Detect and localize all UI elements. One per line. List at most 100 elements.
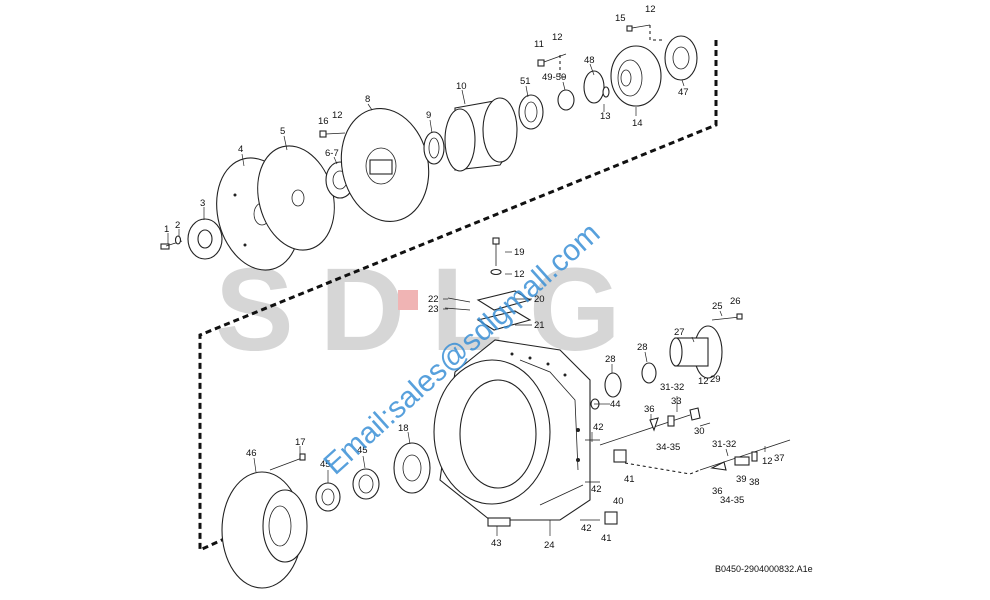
callout-3: 3: [200, 198, 205, 209]
callout-34-35-upper: 34-35: [656, 442, 680, 453]
callout-33: 33: [671, 396, 682, 407]
callout-29: 29: [710, 374, 721, 385]
stud-43: [487, 517, 511, 527]
drawing-reference-code: B0450-2904000832.A1e: [715, 564, 813, 574]
washer-48: [602, 86, 610, 98]
callout-4: 4: [238, 144, 243, 155]
callout-41-upper: 41: [624, 474, 635, 485]
callout-36-lower: 36: [712, 486, 723, 497]
pin-22-23: [444, 297, 471, 311]
callout-13: 13: [600, 111, 611, 122]
callout-12-top-mid: 12: [552, 32, 563, 43]
watermark-logo-accent: [398, 290, 418, 310]
callout-41-lower: 41: [601, 533, 612, 544]
callout-48: 48: [584, 55, 595, 66]
plate-5: [257, 145, 335, 251]
fitting-41b: [604, 511, 618, 525]
cover-plate-20: [476, 290, 532, 311]
callout-5: 5: [280, 126, 285, 137]
callout-21: 21: [534, 320, 545, 331]
callout-31-32-upper: 31-32: [660, 382, 684, 393]
callout-28-left: 28: [605, 354, 616, 365]
callout-38: 38: [749, 477, 760, 488]
flange-47: [664, 35, 698, 81]
gear-18: [393, 442, 431, 494]
callout-45-left: 45: [320, 459, 331, 470]
callout-39: 39: [736, 474, 747, 485]
bolt-19: [490, 237, 502, 276]
callout-16: 16: [318, 116, 329, 127]
callout-44: 44: [610, 399, 621, 410]
callout-12-right-upper: 12: [698, 376, 709, 387]
ring-49-50: [557, 89, 575, 111]
callout-12-left: 12: [332, 110, 343, 121]
callout-27: 27: [674, 327, 685, 338]
o-ring-28a: [604, 372, 622, 398]
callout-8: 8: [365, 94, 370, 105]
callout-42-upper: 42: [593, 422, 604, 433]
fitting-41a: [613, 449, 627, 463]
callout-24: 24: [544, 540, 555, 551]
callout-2: 2: [175, 220, 180, 231]
bolt-11: [537, 53, 567, 78]
callout-23: 23: [428, 304, 439, 315]
callout-31-32-lower: 31-32: [712, 439, 736, 450]
callout-14: 14: [632, 118, 643, 129]
callout-12-right-lower: 12: [762, 456, 773, 467]
callout-18: 18: [398, 423, 409, 434]
callout-42-lower: 42: [581, 523, 592, 534]
callout-26: 26: [730, 296, 741, 307]
callout-labels: 1 2 3 4 5 6-7 8 9 10 11 12 12 12 12 12 1…: [164, 4, 785, 551]
bearing-45b: [315, 482, 341, 512]
callout-12-top-right: 12: [645, 4, 656, 15]
bolt-25-26: [711, 313, 743, 321]
callout-43: 43: [491, 538, 502, 549]
callout-15: 15: [615, 13, 626, 24]
callout-12-center: 12: [514, 269, 525, 280]
callout-10: 10: [456, 81, 467, 92]
callout-42-middle: 42: [591, 484, 602, 495]
callout-45-right: 45: [357, 445, 368, 456]
callout-11: 11: [534, 39, 544, 50]
callout-47: 47: [678, 87, 689, 98]
bolt-15: [626, 24, 665, 41]
callout-30: 30: [694, 426, 705, 437]
fitting-42: [580, 439, 600, 521]
bearing-45a: [352, 468, 380, 500]
callout-1: 1: [164, 224, 169, 235]
callout-25: 25: [712, 301, 723, 312]
callout-22: 22: [428, 294, 439, 305]
leader-lines: [167, 63, 766, 536]
seal-9: [423, 131, 445, 165]
bolt-16: [319, 130, 346, 138]
callout-37: 37: [774, 453, 785, 464]
callout-9: 9: [426, 110, 431, 121]
output-flange-27: [669, 325, 723, 379]
ring-13: [583, 70, 605, 104]
drum-10: [444, 97, 518, 172]
callout-34-35-lower: 34-35: [720, 495, 744, 506]
washer-2: [174, 235, 182, 245]
callout-46: 46: [246, 448, 257, 459]
o-ring-28b: [641, 362, 657, 384]
bolt-17: [269, 453, 306, 471]
plate-3: [187, 218, 223, 260]
callout-51: 51: [520, 76, 531, 87]
callout-49-50: 49-50: [542, 72, 566, 83]
pump-14: [610, 45, 662, 107]
front-cover-46: [221, 471, 308, 589]
callout-36-upper: 36: [644, 404, 655, 415]
assembly-guide-dashed-line: [198, 40, 718, 553]
sensor-assembly-lower: [624, 439, 791, 475]
cover-plate-21: [476, 310, 532, 331]
callout-40: 40: [613, 496, 624, 507]
transmission-housing-24: [433, 339, 591, 521]
callout-28-right: 28: [637, 342, 648, 353]
callout-19: 19: [514, 247, 525, 258]
sensor-assembly-upper: [599, 407, 701, 446]
callout-17: 17: [295, 437, 306, 448]
callout-6-7: 6-7: [325, 148, 339, 159]
flywheel-8: [340, 107, 430, 223]
